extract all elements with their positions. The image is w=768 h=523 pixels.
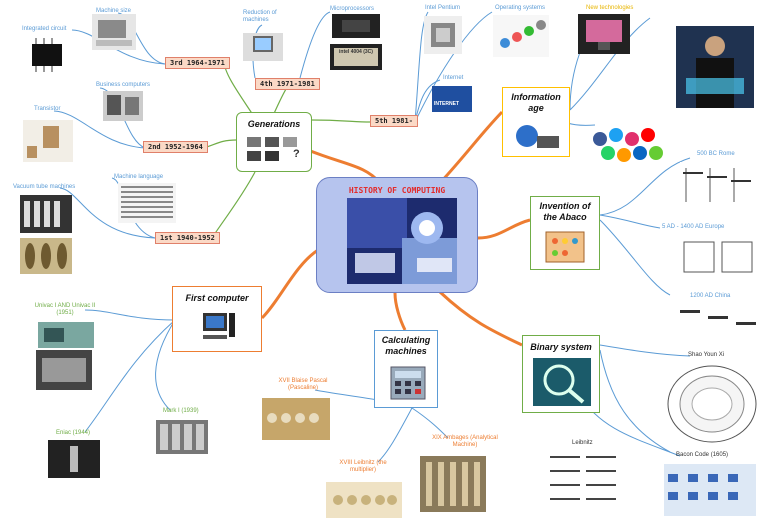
- social-networks-image: [593, 128, 663, 162]
- eniac-image: [48, 440, 100, 478]
- label-microprocessors: Microprocessors: [330, 6, 375, 12]
- intel-chip-label: intel 4004 (3C): [339, 49, 373, 55]
- branch-first-computer: [260, 248, 319, 320]
- node-invention-abaco-title: Invention of the Abaco: [539, 201, 591, 222]
- businessman-tablet-image: [676, 26, 754, 108]
- globe-laptop-icon: [516, 125, 559, 148]
- node-information-age[interactable]: Information age: [502, 87, 570, 157]
- label-intel-pentium: Intel Pentium: [425, 5, 461, 11]
- node-invention-abaco[interactable]: Invention of the Abaco: [530, 196, 600, 270]
- node-binary-system[interactable]: Binary system: [522, 335, 600, 413]
- operating-systems-image: [493, 15, 549, 57]
- label-babbage: XIX Ambages (Analytical Machine): [432, 435, 498, 448]
- business-computers-image: [103, 91, 143, 121]
- transistor-image: [23, 120, 73, 162]
- binary-magnifier-icon: [533, 358, 591, 406]
- bacon-code-image: [664, 464, 756, 516]
- analytical-machine-image: [420, 456, 486, 512]
- node-generations[interactable]: Generations ?: [236, 112, 312, 172]
- new-technologies-image: [578, 14, 630, 54]
- internet-logo-text: INTERNET: [434, 101, 459, 107]
- china-abacus-image: [676, 302, 760, 342]
- leibnitz-multiplier-image: [326, 482, 402, 518]
- univac-image-2: [36, 350, 92, 390]
- tag-fourth-generation[interactable]: 4th 1971-1981: [255, 78, 320, 90]
- label-eniac: Eniac (1944): [56, 430, 91, 436]
- label-operating-systems: Operating systems: [495, 5, 546, 11]
- label-internet: Internet: [443, 75, 464, 81]
- integrated-circuit-image: [32, 38, 62, 72]
- branch-information-age: [438, 110, 504, 185]
- microprocessor-image-1: [332, 14, 380, 38]
- calculator-icon: [390, 366, 426, 400]
- label-machine-size: Machine size: [96, 8, 132, 14]
- tag-second-generation[interactable]: 2nd 1952-1964: [143, 141, 208, 153]
- pascaline-image: [262, 398, 330, 440]
- node-information-age-title: Information age: [511, 92, 561, 113]
- intel-pentium-image: [424, 16, 462, 54]
- label-reduction-of-machines: Reduction of machines: [243, 10, 277, 23]
- internet-image: [432, 86, 472, 112]
- branch-calculating: [393, 292, 407, 331]
- computing-collage-image: [347, 198, 457, 284]
- rome-abacus-image: [680, 162, 760, 208]
- quiz-mark: ?: [293, 148, 300, 160]
- label-shao-youn-xi: Shao Youn Xi: [688, 352, 725, 358]
- label-leibnitz: Leibnitz: [572, 440, 593, 446]
- node-generations-title: Generations: [247, 119, 301, 129]
- machine-language-image: [118, 183, 176, 223]
- label-univac: Univac I AND Univac II (1951): [34, 303, 96, 316]
- label-transistor: Transistor: [34, 106, 61, 112]
- central-topic: HISTORY OF COMPUTING: [316, 177, 478, 293]
- node-first-computer-title: First computer: [185, 293, 249, 303]
- europe-abacus-image: [680, 238, 760, 278]
- microprocessor-image-2: [330, 44, 382, 70]
- node-calculating-machines[interactable]: Calculating machines: [374, 330, 438, 408]
- vacuum-tube-image-1: [20, 195, 72, 233]
- shao-youn-xi-image: [667, 365, 757, 443]
- mark-one-image: [156, 420, 208, 454]
- node-calculating-machines-title: Calculating machines: [381, 335, 431, 356]
- abacus-icon: [545, 231, 585, 263]
- label-integrated-circuit: Integrated circuit: [22, 26, 67, 32]
- label-china: 1200 AD China: [690, 293, 731, 299]
- label-machine-language: Machine language: [114, 174, 164, 180]
- tag-fifth-generation[interactable]: 5th 1981-: [370, 115, 418, 127]
- label-new-technologies: New technologies: [586, 5, 634, 11]
- tag-third-generation[interactable]: 3rd 1964-1971: [165, 57, 230, 69]
- label-mark: Mark I (1939): [163, 408, 199, 414]
- branch-binary: [438, 290, 523, 347]
- machine-size-image: [92, 14, 136, 50]
- computers-collage-icon: [247, 137, 297, 161]
- desktop-computer-icon: [203, 313, 235, 339]
- label-bacon-code: Bacon Code (1605): [676, 452, 729, 458]
- label-business-computers: Business computers: [96, 82, 151, 88]
- label-europe: 5 AD - 1400 AD Europe: [662, 224, 725, 230]
- leibnitz-notes-image: [546, 450, 626, 512]
- label-pascal: XVII Blaise Pascal (Pascaline): [278, 378, 328, 391]
- vacuum-tube-image-2: [20, 238, 72, 274]
- label-rome: 500 BC Rome: [697, 151, 735, 157]
- label-vacuum-tube: Vacuum tube machines: [13, 184, 76, 190]
- tag-first-generation[interactable]: 1st 1940-1952: [155, 232, 220, 244]
- node-first-computer[interactable]: First computer: [172, 286, 262, 352]
- reduction-machines-image: [243, 33, 283, 61]
- node-binary-system-title: Binary system: [530, 342, 592, 352]
- central-title: HISTORY OF COMPUTING: [348, 186, 446, 195]
- label-leibnitz-multiplier: XVIII Leibnitz (the multiplier): [339, 460, 387, 473]
- branch-abaco: [477, 218, 531, 240]
- univac-image-1: [38, 322, 94, 348]
